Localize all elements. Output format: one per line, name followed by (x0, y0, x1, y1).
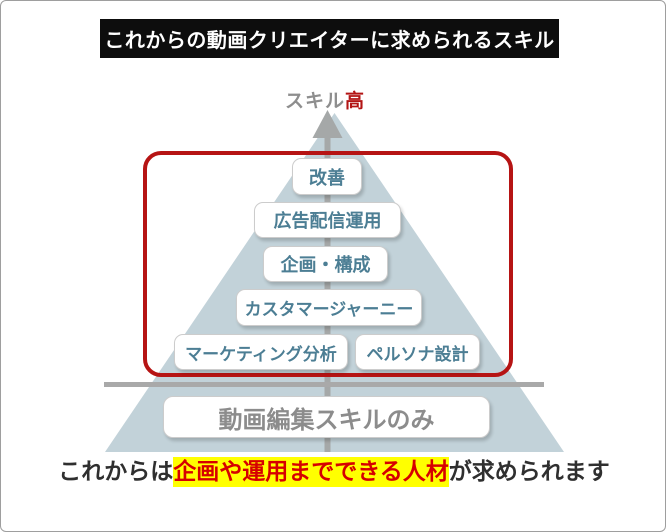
skill-label: カスタマージャーニー (244, 300, 414, 319)
skill-label: 広告配信運用 (273, 211, 382, 231)
skill-box-marketing-analysis: マーケティング分析 (174, 334, 348, 370)
skill-label: マーケティング分析 (185, 344, 337, 364)
footer-suffix: が求められます (448, 458, 610, 484)
skill-label: 企画・構成 (280, 255, 371, 275)
header-title: これからの動画クリエイターに求められるスキル (104, 30, 555, 52)
skill-box-ad-operation: 広告配信運用 (254, 202, 401, 238)
divider-line (104, 382, 544, 387)
footer-highlight: 企画や運用までできる人材 (173, 457, 449, 487)
skill-box-customer-journey: カスタマージャーニー (236, 289, 422, 326)
skill-box-improvement: 改善 (292, 158, 362, 195)
axis-label-emphasis: 高 (345, 91, 366, 112)
axis-label: スキル高 (1, 86, 649, 113)
skill-box-video-editing-only: 動画編集スキルのみ (163, 396, 490, 438)
skill-label: 動画編集スキルのみ (218, 406, 435, 434)
skill-box-planning: 企画・構成 (263, 246, 388, 282)
footer-prefix: これからは (58, 458, 174, 484)
header-banner: これからの動画クリエイターに求められるスキル (100, 19, 559, 58)
skill-box-persona-design: ペルソナ設計 (355, 334, 480, 370)
footer-message: これからは企画や運用までできる人材が求められます (1, 456, 665, 487)
axis-label-prefix: スキル (284, 91, 345, 112)
skill-label: 改善 (309, 167, 345, 188)
skill-label: ペルソナ設計 (366, 344, 469, 364)
